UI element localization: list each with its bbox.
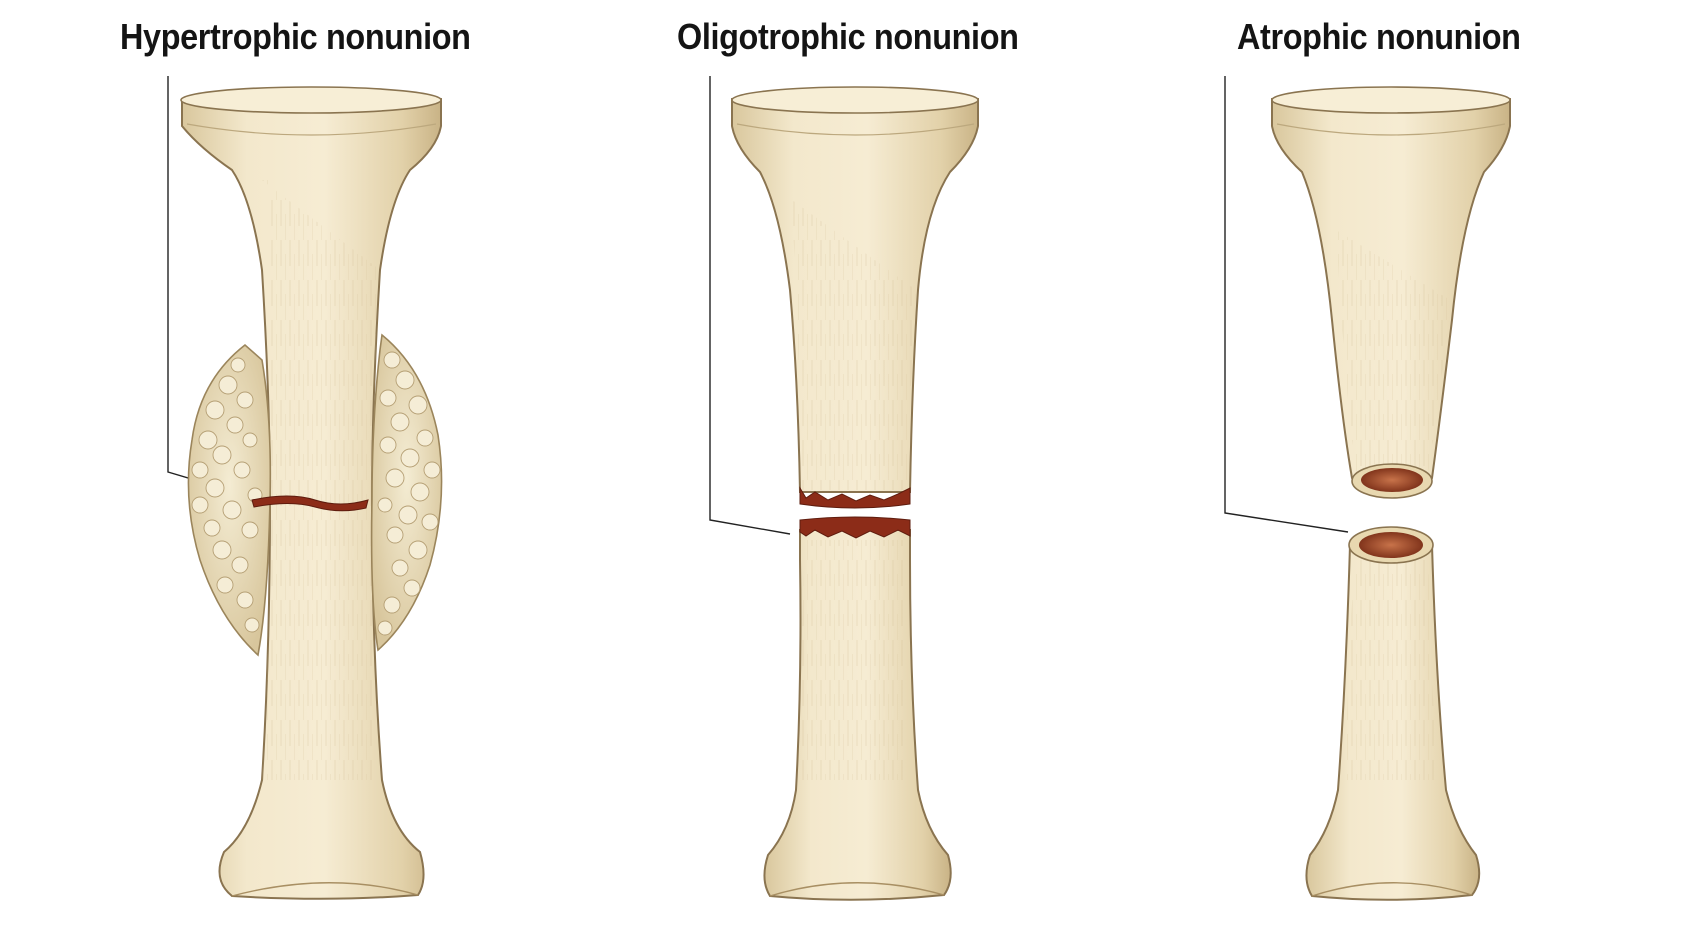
atrophic-nonunion-title: Atrophic nonunion [1237,16,1521,57]
hypertrophic-callus-left [187,343,272,657]
hypertrophic-callus-right [370,333,443,652]
hypertrophic-bone [167,76,443,900]
oligotrophic-leader-line [709,76,791,535]
atrophic-leader-line [1224,76,1349,533]
atrophic-bone [1224,76,1511,901]
oligotrophic-nonunion-title: Oligotrophic nonunion [677,16,1019,57]
hypertrophic-fracture-line [251,495,369,512]
oligotrophic-bone [709,76,979,901]
hypertrophic-nonunion-title: Hypertrophic nonunion [120,16,471,57]
